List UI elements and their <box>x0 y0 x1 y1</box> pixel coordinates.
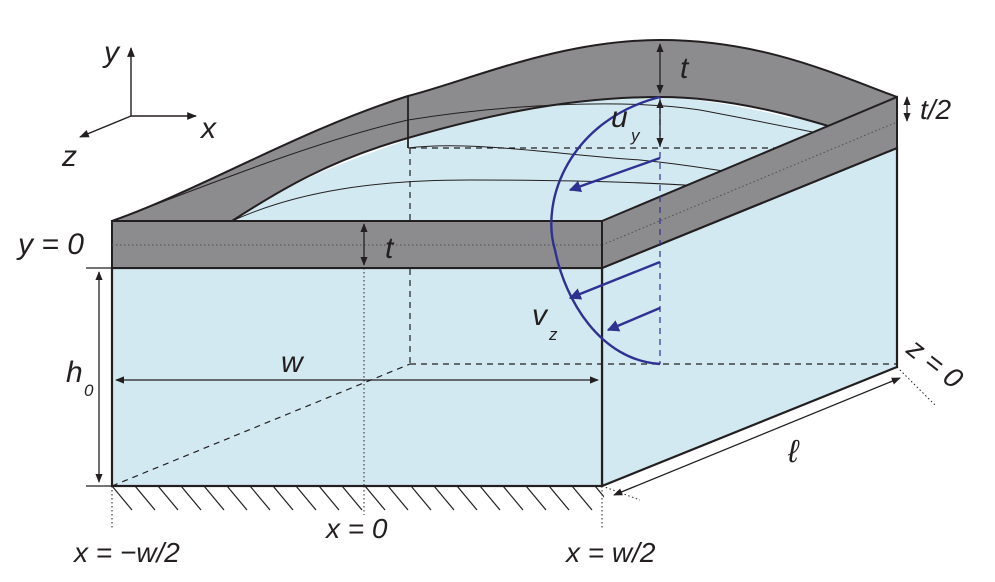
z-axis-label: z <box>61 140 77 173</box>
z-axis-arrow <box>79 115 132 138</box>
x-zero-label: x = 0 <box>324 513 388 544</box>
t-top-label: t <box>680 52 690 85</box>
y-axis-label: y <box>102 36 121 69</box>
x-plus-label: x = w/2 <box>564 537 656 568</box>
u-y-label: u <box>611 101 628 134</box>
dimension-arrows <box>86 43 911 496</box>
t-front-label: t <box>385 232 395 265</box>
x-axis-label: x <box>199 112 217 145</box>
t-half-label: t/2 <box>920 94 952 125</box>
elastic-plate <box>111 38 898 270</box>
h0-label: h <box>66 356 83 389</box>
coordinate-axes <box>79 47 197 138</box>
z-zero-label: z = 0 <box>901 332 970 395</box>
w-label: w <box>281 346 305 379</box>
ell-arrow <box>613 377 901 496</box>
parabolic-profile-curve <box>550 95 661 366</box>
v-z-subscript: z <box>548 325 558 344</box>
velocity-arrow-2 <box>568 260 661 300</box>
x-minus-label: x = −w/2 <box>72 537 180 568</box>
h0-subscript: 0 <box>84 381 94 400</box>
velocity-arrow-3 <box>606 306 661 332</box>
v-z-label: v <box>532 299 549 332</box>
ell-label: ℓ <box>787 433 800 469</box>
velocity-arrow-1 <box>568 156 661 193</box>
u-y-subscript: y <box>630 126 641 145</box>
y-zero-label: y = 0 <box>16 228 84 261</box>
fluid-front-face <box>110 266 604 488</box>
ground-hatching <box>112 486 604 511</box>
